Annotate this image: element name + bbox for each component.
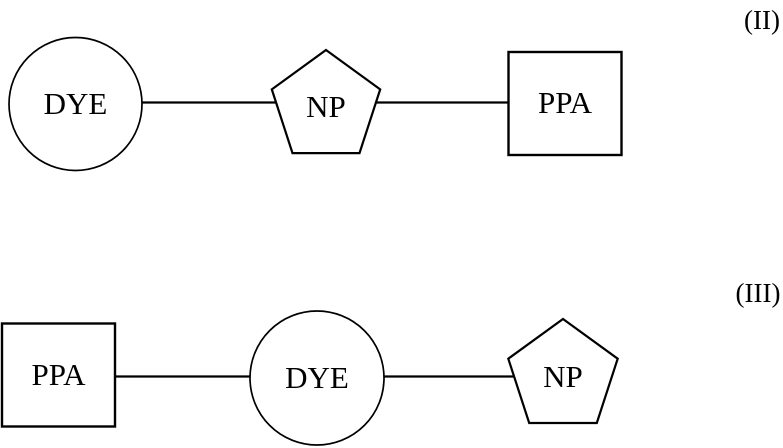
formula-iii-label: (III) — [736, 278, 781, 308]
dye-circle — [249, 310, 385, 446]
dye-circle — [8, 36, 143, 172]
dye-label: DYE — [285, 360, 349, 395]
ppa-label: PPA — [31, 357, 86, 392]
np-label: NP — [306, 89, 346, 124]
ppa-label: PPA — [538, 85, 593, 120]
ppa-square — [507, 50, 623, 157]
ppa-square — [0, 322, 117, 428]
np-label: NP — [543, 359, 583, 394]
formula-ii-group: DYE NP PPA (II) — [8, 5, 780, 172]
np-pentagon — [270, 48, 382, 155]
formula-ii-label: (II) — [744, 5, 780, 35]
formula-iii-group: PPA DYE NP (III) — [0, 278, 781, 446]
np-pentagon — [507, 317, 619, 425]
dye-label: DYE — [44, 86, 108, 121]
